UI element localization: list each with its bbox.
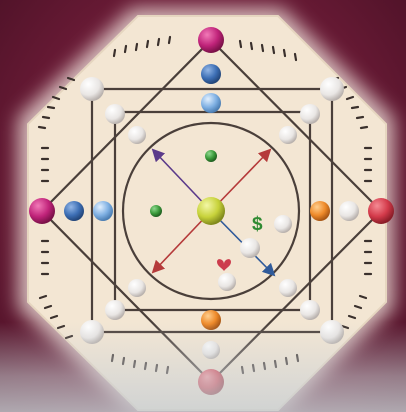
piece-blue-dark-top[interactable] <box>201 64 221 84</box>
spot-circle-bl[interactable] <box>128 279 146 297</box>
spot-right-inner[interactable] <box>274 215 292 233</box>
spot-inner-tr[interactable] <box>300 104 320 124</box>
piece-red-bottom[interactable] <box>198 369 224 395</box>
piece-blue-light-left[interactable] <box>93 201 113 221</box>
spot-circle-tl[interactable] <box>128 126 146 144</box>
spot-circle-br[interactable] <box>279 279 297 297</box>
piece-magenta-left[interactable] <box>29 198 55 224</box>
piece-center[interactable] <box>197 197 225 225</box>
spot-bottom-left-corner[interactable] <box>80 320 104 344</box>
spot-circle-tr[interactable] <box>279 126 297 144</box>
green-dot-left <box>150 205 162 217</box>
spot-bottom-inner[interactable] <box>218 273 236 291</box>
spot-bottom-right-corner[interactable] <box>320 320 344 344</box>
piece-red-right[interactable] <box>368 198 394 224</box>
spot-top-left-corner[interactable] <box>80 77 104 101</box>
spot-inner-bl[interactable] <box>105 300 125 320</box>
piece-blue-dark-left[interactable] <box>64 201 84 221</box>
piece-orange-bottom[interactable] <box>201 310 221 330</box>
spot-center-br[interactable] <box>240 238 260 258</box>
piece-magenta-top[interactable] <box>198 27 224 53</box>
spot-inner-br[interactable] <box>300 300 320 320</box>
piece-orange-right[interactable] <box>310 201 330 221</box>
piece-blue-light-top[interactable] <box>201 93 221 113</box>
spot-bottom-mid[interactable] <box>202 341 220 359</box>
spot-inner-tl[interactable] <box>105 104 125 124</box>
dollar-icon: $ <box>252 214 263 235</box>
spot-right-outer[interactable] <box>339 201 359 221</box>
green-dot-top <box>205 150 217 162</box>
spot-top-right-corner[interactable] <box>320 77 344 101</box>
